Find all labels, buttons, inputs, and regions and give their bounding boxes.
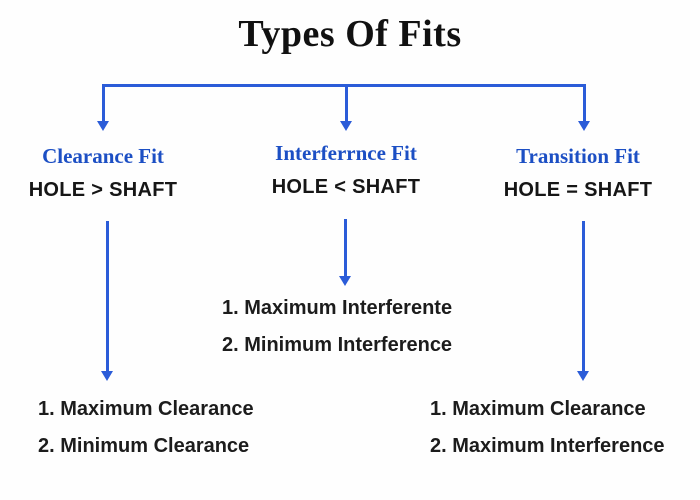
branch-rule: HOLE > SHAFT <box>28 179 178 201</box>
arrow-head-icon <box>577 371 589 381</box>
branch-rule: HOLE = SHAFT <box>503 179 653 201</box>
list-item: 2. Maximum Interference <box>430 435 665 457</box>
list-item: 1. Maximum Clearance <box>430 398 646 420</box>
branch-name: Clearance Fit <box>42 144 164 168</box>
branch-rule: HOLE < SHAFT <box>271 176 421 198</box>
arrow-line <box>582 221 585 373</box>
branch-name: Transition Fit <box>516 144 640 168</box>
arrow-line <box>102 84 105 122</box>
arrow-line <box>583 84 586 122</box>
branch-header-transition: Transition Fit HOLE = SHAFT <box>478 144 678 202</box>
arrow-line <box>106 221 109 373</box>
list-interference-fit: 1. Maximum Interferente 2. Minimum Inter… <box>222 296 452 370</box>
branch-header-interference: Interferrnce Fit HOLE < SHAFT <box>246 141 446 199</box>
arrow-head-icon <box>97 121 109 131</box>
list-item: 1. Maximum Clearance <box>38 398 254 420</box>
arrow-line <box>345 84 348 122</box>
arrow-head-icon <box>578 121 590 131</box>
arrow-line <box>344 219 347 278</box>
list-item: 1. Maximum Interferente <box>222 297 453 319</box>
arrow-head-icon <box>339 276 351 286</box>
page-title: Types Of Fits <box>238 13 462 55</box>
list-clearance-fit: 1. Maximum Clearance 2. Minimum Clearanc… <box>38 397 254 471</box>
list-item: 2. Minimum Clearance <box>38 435 250 457</box>
arrow-head-icon <box>101 371 113 381</box>
list-item: 2. Minimum Interference <box>222 334 453 356</box>
connector-horizontal-line <box>102 84 586 87</box>
branch-header-clearance: Clearance Fit HOLE > SHAFT <box>3 144 203 202</box>
arrow-head-icon <box>340 121 352 131</box>
list-transition-fit: 1. Maximum Clearance 2. Maximum Interfer… <box>430 397 665 471</box>
branch-name: Interferrnce Fit <box>275 141 417 165</box>
